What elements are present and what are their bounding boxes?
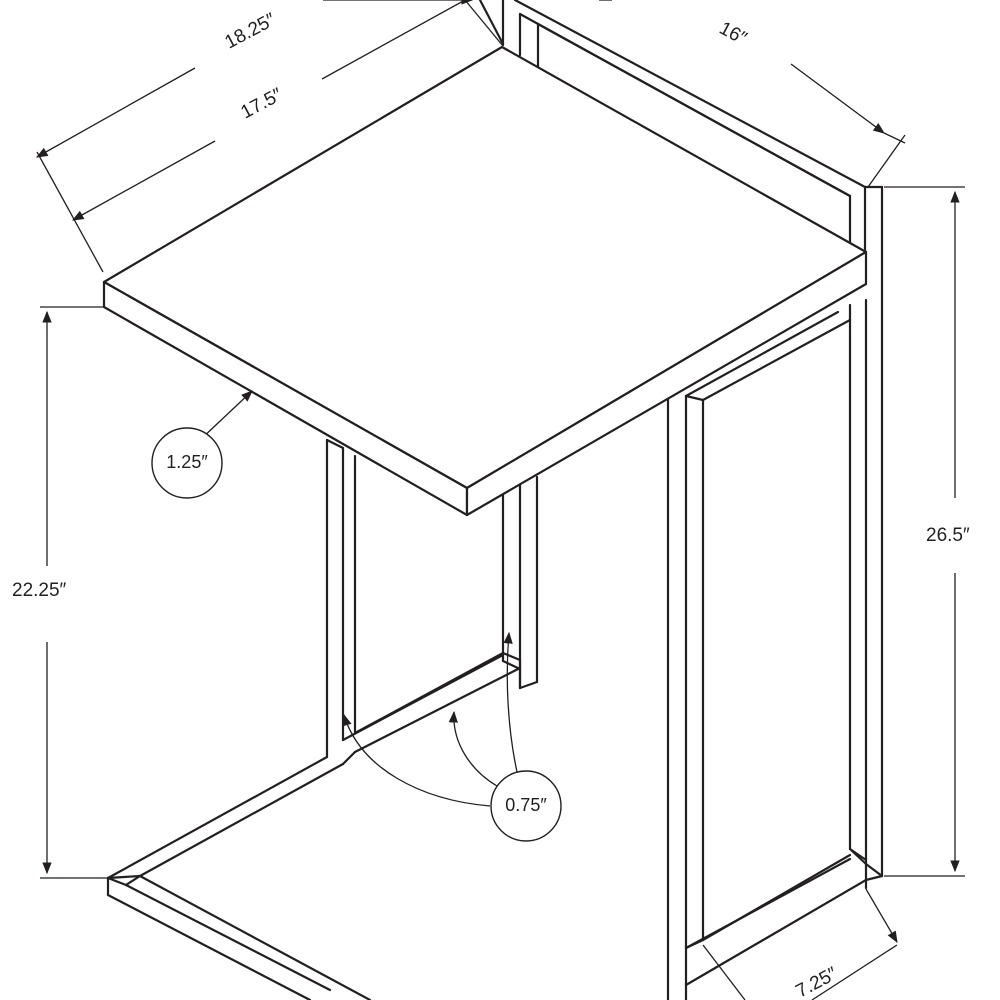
- metal-frame: [106, 0, 884, 1000]
- label-top-depth: 17.5″: [237, 84, 286, 123]
- table-top-surface: [102, 45, 868, 490]
- callout-tube-width: 0.75″: [490, 770, 562, 842]
- label-width: 16″: [716, 18, 751, 50]
- label-overall-height: 26.5″: [926, 525, 970, 546]
- label-overall-depth: 18.25″: [221, 9, 279, 53]
- dimension-lines: [35, 0, 965, 1000]
- callout-top-thickness-label: 1.25″: [166, 452, 208, 472]
- callout-top-thickness: 1.25″: [151, 427, 223, 499]
- label-top-height: 22.25″: [12, 580, 67, 601]
- callout-tube-width-label: 0.75″: [505, 795, 547, 815]
- table-top-side-edge: [465, 250, 868, 517]
- label-base-offset: 7.25″: [792, 963, 841, 1000]
- callout-leaders: [199, 390, 518, 807]
- table-top: [102, 45, 868, 517]
